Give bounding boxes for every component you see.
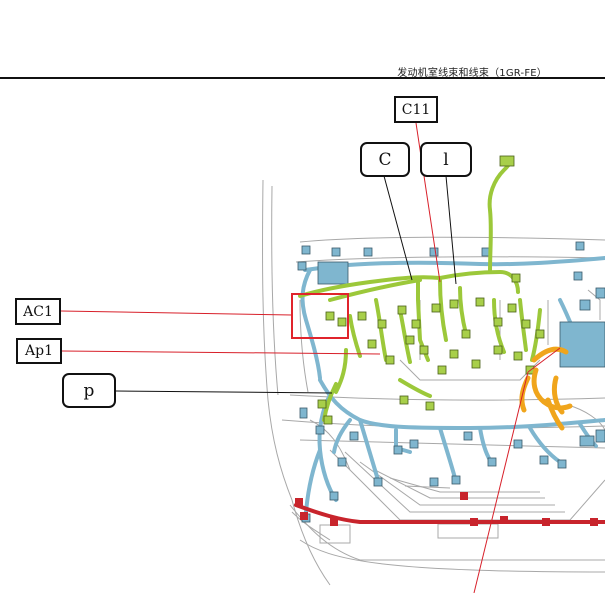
callout-c: C <box>360 142 410 177</box>
blue-connectors <box>297 241 605 523</box>
leader-c <box>383 175 413 281</box>
ac1-highlight-box <box>291 293 349 339</box>
diagram-title: 发动机室线束和线束（1GR-FE） <box>397 68 547 79</box>
red-connectors <box>295 492 598 526</box>
orange-harness <box>519 346 573 431</box>
callout-l: l <box>420 142 472 177</box>
header-divider <box>0 77 605 79</box>
callout-ac1: AC1 <box>15 298 61 325</box>
green-connectors <box>317 155 545 425</box>
vehicle-outline <box>262 179 605 586</box>
green-harness <box>298 156 542 422</box>
leader-bottom <box>473 371 529 593</box>
leader-l <box>445 175 457 285</box>
red-harness <box>294 503 605 524</box>
leader-lines <box>60 122 561 593</box>
leader-bottom-branch <box>527 347 561 373</box>
leader-p <box>115 390 333 394</box>
callout-p: p <box>62 373 116 408</box>
leader-ac1 <box>60 310 293 316</box>
leader-ap1 <box>61 350 381 355</box>
callout-ap1: Ap1 <box>16 338 62 364</box>
callout-c11: C11 <box>394 96 438 123</box>
